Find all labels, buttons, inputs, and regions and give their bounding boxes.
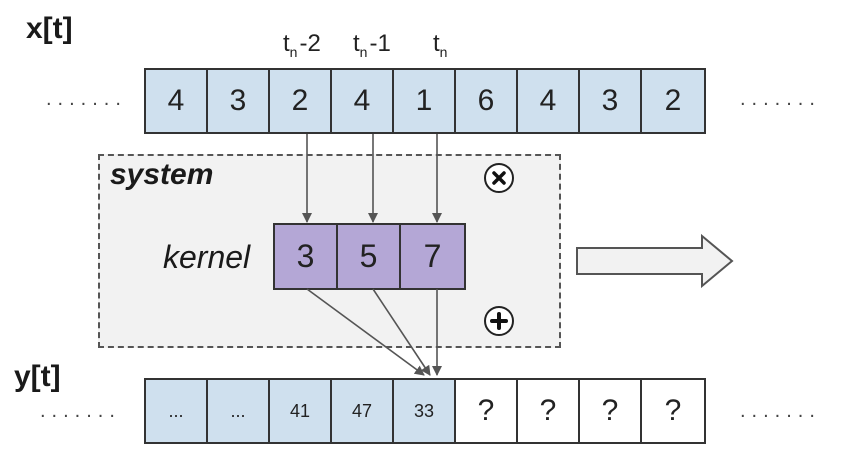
x-signal-label: x[t] — [26, 12, 73, 45]
y-signal-row: ... ... 41 47 33 ? ? ? ? — [144, 378, 706, 444]
y-cell-unknown: ? — [456, 380, 518, 442]
y-cell-unknown: ? — [642, 380, 704, 442]
y-cell: 41 — [270, 380, 332, 442]
y-cell: 33 — [394, 380, 456, 442]
y-cell: 47 — [332, 380, 394, 442]
time-label-tn-2: tn-2 — [283, 30, 321, 60]
x-cell: 2 — [642, 70, 704, 132]
x-cell: 3 — [208, 70, 270, 132]
kernel-cell: 3 — [275, 225, 338, 288]
x-cell: 6 — [456, 70, 518, 132]
y-cell-unknown: ? — [580, 380, 642, 442]
x-cell: 3 — [580, 70, 642, 132]
kernel-row: 3 5 7 — [273, 223, 466, 290]
multiply-icon — [484, 163, 514, 193]
x-row-leading-dots: ....... — [46, 88, 127, 110]
kernel-cell: 7 — [401, 225, 464, 288]
kernel-cell: 5 — [338, 225, 401, 288]
x-cell: 1 — [394, 70, 456, 132]
x-cell: 4 — [332, 70, 394, 132]
x-cell: 4 — [146, 70, 208, 132]
system-title: system — [110, 158, 214, 191]
time-label-tn-1: tn-1 — [353, 30, 391, 60]
time-label-tn: tn — [433, 30, 448, 60]
output-arrow-icon — [576, 233, 734, 289]
plus-icon — [484, 306, 514, 336]
y-row-trailing-dots: ....... — [740, 400, 821, 422]
x-row-trailing-dots: ....... — [740, 88, 821, 110]
arrow-kernel-to-y-1 — [306, 288, 425, 376]
x-cell: 2 — [270, 70, 332, 132]
kernel-label: kernel — [163, 239, 251, 275]
y-row-leading-dots: ....... — [40, 400, 121, 422]
y-cell: ... — [146, 380, 208, 442]
x-signal-row: 4 3 2 4 1 6 4 3 2 — [144, 68, 706, 134]
x-cell: 4 — [518, 70, 580, 132]
y-cell: ... — [208, 380, 270, 442]
y-cell-unknown: ? — [518, 380, 580, 442]
y-signal-label: y[t] — [14, 360, 61, 393]
arrow-kernel-to-y-2 — [372, 288, 431, 376]
